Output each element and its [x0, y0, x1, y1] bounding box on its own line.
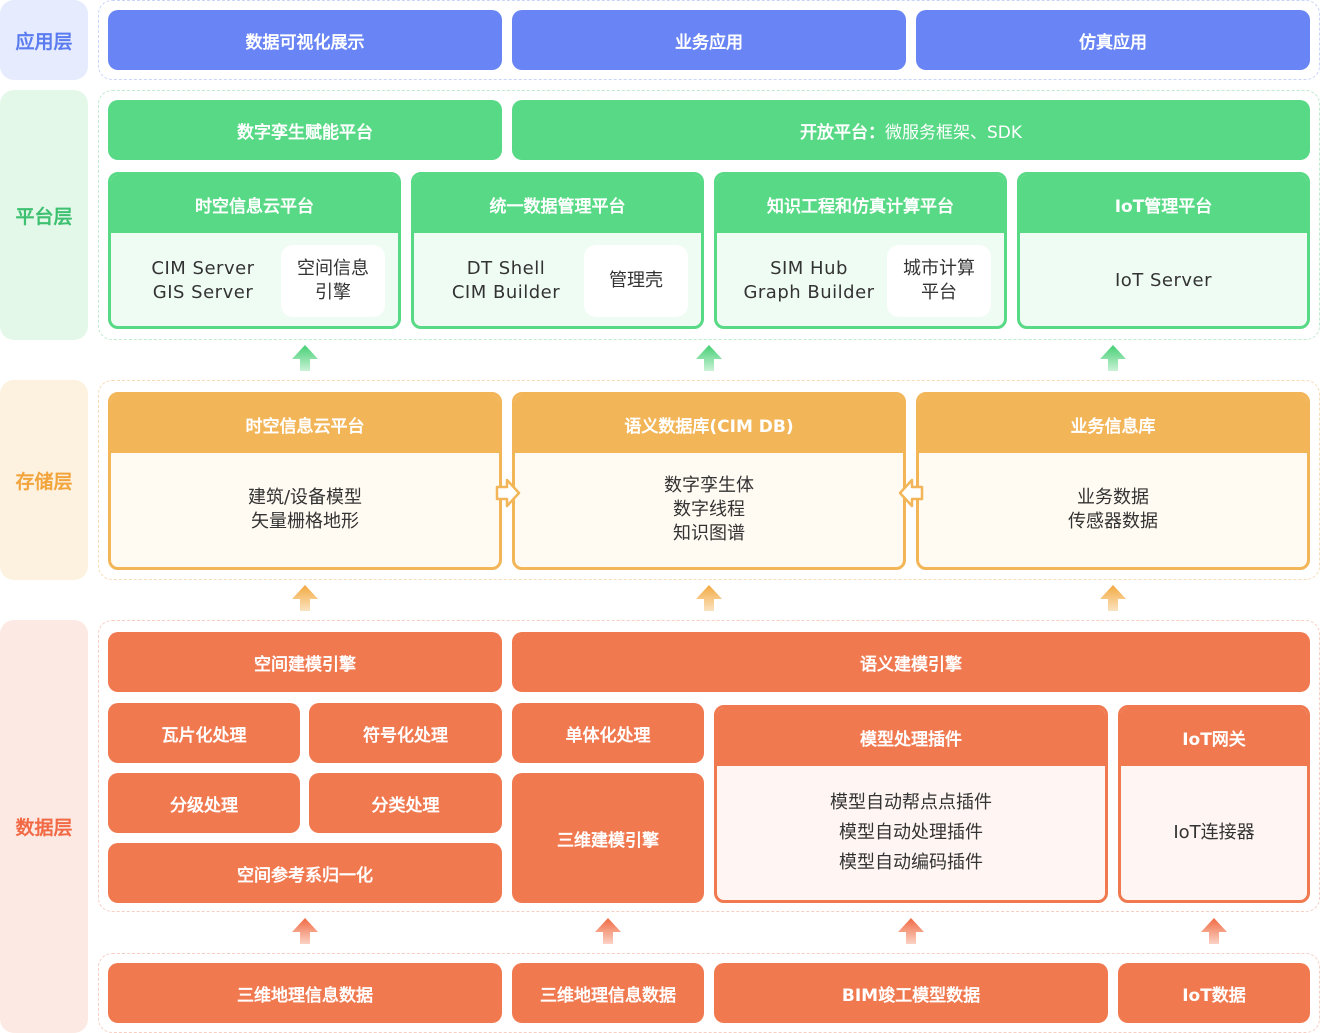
3d-modeling-engine: 三维建模引擎 [512, 773, 704, 903]
platform-card-text: SIM Hub Graph Builder [743, 258, 875, 303]
storage-card-title: 业务信息库 [919, 395, 1307, 453]
platform-card-title: 时空信息云平台 [111, 175, 398, 233]
platform-card-text: DT Shell CIM Builder [451, 258, 561, 303]
storage-card-text: 业务数据 传感器数据 [1068, 487, 1158, 532]
spatial-modeling-engine: 空间建模引擎 [108, 632, 502, 692]
up-arrow-icon [292, 585, 318, 611]
up-arrow-icon [292, 918, 318, 944]
platform-card-title: 知识工程和仿真计算平台 [717, 175, 1004, 233]
iot-gateway-text: IoT连接器 [1173, 822, 1255, 843]
up-arrow-icon [1201, 918, 1227, 944]
storage-card-business-db: 业务信息库 业务数据 传感器数据 [916, 392, 1310, 570]
monomer-processing: 单体化处理 [512, 703, 704, 763]
app-item-simulation: 仿真应用 [916, 10, 1310, 70]
up-arrow-icon [898, 918, 924, 944]
up-arrow-icon [595, 918, 621, 944]
open-platform: 开放平台：微服务框架、SDK [512, 100, 1310, 160]
storage-card-title: 时空信息云平台 [111, 395, 499, 453]
digital-twin-platform: 数字孪生赋能平台 [108, 100, 502, 160]
platform-card-text: IoT Server [1114, 270, 1213, 291]
model-plugin-text: 模型自动帮点点插件 模型自动处理插件 模型自动编码插件 [830, 792, 992, 873]
up-arrow-icon [696, 345, 722, 371]
storage-card-text: 建筑/设备模型 矢量栅格地形 [247, 487, 363, 532]
platform-card-spatiotemporal: 时空信息云平台 CIM Server GIS Server 空间信息 引擎 [108, 172, 401, 329]
source-3d-geo-data-2: 三维地理信息数据 [512, 963, 704, 1023]
layer-label-platform: 平台层 [0, 90, 88, 340]
model-plugin-title: 模型处理插件 [717, 708, 1105, 766]
open-platform-detail: 微服务框架、SDK [884, 122, 1023, 143]
platform-card-iot: IoT管理平台 IoT Server [1017, 172, 1310, 329]
source-iot-data: IoT数据 [1118, 963, 1310, 1023]
storage-card-semantic-db: 语义数据库(CIM DB) 数字孪生体 数字线程 知识图谱 [512, 392, 906, 570]
model-plugin-card: 模型处理插件 模型自动帮点点插件 模型自动处理插件 模型自动编码插件 [714, 705, 1108, 903]
storage-card-text: 数字孪生体 数字线程 知识图谱 [664, 475, 754, 544]
classify-processing: 分类处理 [309, 773, 502, 833]
platform-card-data-management: 统一数据管理平台 DT Shell CIM Builder 管理壳 [411, 172, 704, 329]
right-arrow-icon [495, 478, 521, 508]
app-item-visualization: 数据可视化展示 [108, 10, 502, 70]
layer-label-data: 数据层 [0, 620, 88, 1033]
platform-card-side: 城市计算 平台 [887, 245, 991, 317]
open-platform-label: 开放平台： [799, 122, 885, 143]
platform-card-title: IoT管理平台 [1020, 175, 1307, 233]
source-bim-data: BIM竣工模型数据 [714, 963, 1108, 1023]
storage-card-title: 语义数据库(CIM DB) [515, 395, 903, 453]
spatial-reference-normalization: 空间参考系归一化 [108, 843, 502, 903]
grading-processing: 分级处理 [108, 773, 300, 833]
up-arrow-icon [1100, 345, 1126, 371]
left-arrow-icon [898, 478, 924, 508]
symbol-processing: 符号化处理 [309, 703, 502, 763]
up-arrow-icon [292, 345, 318, 371]
iot-gateway-card: IoT网关 IoT连接器 [1118, 705, 1310, 903]
platform-card-knowledge-simulation: 知识工程和仿真计算平台 SIM Hub Graph Builder 城市计算 平… [714, 172, 1007, 329]
platform-card-side: 管理壳 [584, 245, 688, 317]
up-arrow-icon [1100, 585, 1126, 611]
up-arrow-icon [696, 585, 722, 611]
platform-card-title: 统一数据管理平台 [414, 175, 701, 233]
platform-card-side: 空间信息 引擎 [281, 245, 385, 317]
source-3d-geo-data: 三维地理信息数据 [108, 963, 502, 1023]
iot-gateway-title: IoT网关 [1121, 708, 1307, 766]
layer-label-app: 应用层 [0, 0, 88, 80]
storage-card-spatiotemporal: 时空信息云平台 建筑/设备模型 矢量栅格地形 [108, 392, 502, 570]
app-item-business: 业务应用 [512, 10, 906, 70]
layer-label-storage: 存储层 [0, 380, 88, 580]
tile-processing: 瓦片化处理 [108, 703, 300, 763]
semantic-modeling-engine: 语义建模引擎 [512, 632, 1310, 692]
platform-card-text: CIM Server GIS Server [151, 258, 255, 303]
